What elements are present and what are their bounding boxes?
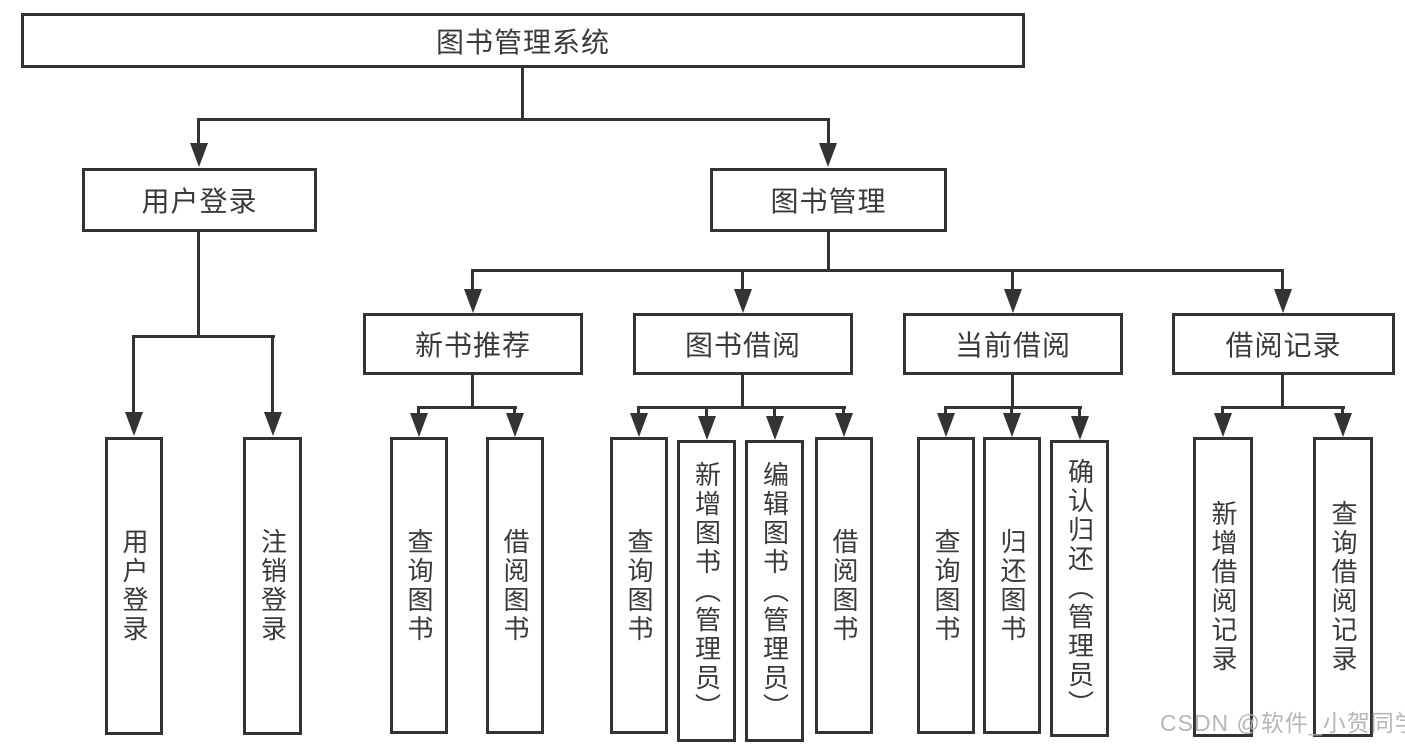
node-cb-query-book-label: 查询图书 — [931, 527, 961, 644]
connector-borrow-record-vertical — [1281, 375, 1284, 409]
node-root-label: 图书管理系统 — [435, 26, 610, 58]
node-book-borrow: 图书借阅 — [633, 313, 853, 375]
connector-stub — [773, 406, 776, 418]
connector-book-borrow-stub — [741, 269, 744, 291]
arrow-down-icon — [630, 413, 648, 437]
arrow-down-icon — [264, 412, 282, 436]
connector-login-stub — [132, 335, 135, 413]
connector-stub — [944, 406, 947, 416]
node-new-book-recommend: 新书推荐 — [363, 313, 583, 375]
node-cb-confirm-return-label: 确认归还（管理员） — [1064, 458, 1095, 719]
arrow-down-icon — [125, 412, 143, 436]
arrow-down-icon — [506, 413, 524, 437]
connector-book-borrow-vertical — [741, 375, 744, 409]
node-br-add-record: 新增借阅记录 — [1193, 437, 1253, 737]
connector-stub — [513, 406, 516, 416]
connector-level3-horizontal — [471, 269, 1284, 272]
node-bb-borrow-book: 借阅图书 — [815, 437, 873, 734]
connector-stub — [1010, 406, 1013, 416]
node-login: 用户登录 — [105, 437, 163, 735]
connector-stub — [842, 406, 845, 416]
node-book-management-label: 图书管理 — [770, 186, 887, 217]
node-login-label: 用户登录 — [119, 528, 149, 644]
node-book-borrow-label: 图书借阅 — [684, 330, 801, 361]
arrow-down-icon — [937, 413, 955, 437]
node-current-borrow: 当前借阅 — [903, 313, 1123, 375]
connector-user-login-stub — [197, 118, 200, 146]
connector-book-management-vertical — [827, 232, 830, 272]
arrow-down-icon — [698, 416, 716, 440]
node-cb-return-book-label: 归还图书 — [997, 527, 1027, 644]
arrow-down-icon — [734, 289, 752, 313]
node-cb-query-book: 查询图书 — [917, 437, 975, 734]
connector-stub — [1221, 406, 1224, 416]
arrow-down-icon — [1274, 289, 1292, 313]
node-nb-borrow-book: 借阅图书 — [486, 437, 544, 734]
node-bb-edit-book-label: 编辑图书（管理员） — [759, 460, 790, 722]
connector-book-management-stub — [827, 118, 830, 146]
connector-stub — [705, 406, 708, 418]
node-cb-confirm-return: 确认归还（管理员） — [1050, 440, 1109, 737]
connector-current-borrow-vertical — [1011, 375, 1014, 409]
arrow-down-icon — [1334, 413, 1352, 437]
arrow-down-icon — [819, 143, 837, 167]
node-bb-edit-book: 编辑图书（管理员） — [745, 440, 804, 742]
node-borrow-record: 借阅记录 — [1172, 313, 1395, 375]
connector-borrow-record-stub — [1281, 269, 1284, 291]
node-logout: 注销登录 — [243, 437, 302, 735]
node-bb-query-book-label: 查询图书 — [624, 527, 654, 644]
arrow-down-icon — [464, 289, 482, 313]
node-bb-query-book: 查询图书 — [610, 437, 668, 734]
arrow-down-icon — [410, 413, 428, 437]
node-user-login: 用户登录 — [82, 168, 317, 232]
arrow-down-icon — [1214, 413, 1232, 437]
connector-stub — [1078, 406, 1081, 418]
connector-borrow-record-children-horizontal — [1221, 406, 1345, 409]
node-br-add-record-label: 新增借阅记录 — [1208, 500, 1238, 674]
arrow-down-icon — [1071, 416, 1089, 440]
node-root: 图书管理系统 — [21, 13, 1025, 68]
node-current-borrow-label: 当前借阅 — [954, 330, 1071, 361]
connector-level2-horizontal — [197, 118, 830, 121]
connector-user-login-vertical — [197, 232, 200, 338]
node-new-book-recommend-label: 新书推荐 — [414, 330, 531, 361]
connector-new-book-vertical — [471, 375, 474, 409]
connector-logout-stub — [271, 335, 274, 413]
connector-current-borrow-children-horizontal — [944, 406, 1082, 409]
node-nb-borrow-book-label: 借阅图书 — [500, 527, 530, 644]
node-nb-query-book: 查询图书 — [390, 437, 448, 734]
node-br-query-record: 查询借阅记录 — [1313, 437, 1373, 737]
connector-book-borrow-children-horizontal — [637, 406, 846, 409]
connector-stub — [417, 406, 420, 416]
arrow-down-icon — [190, 143, 208, 167]
arrow-down-icon — [1004, 289, 1022, 313]
node-logout-label: 注销登录 — [257, 528, 288, 644]
node-br-query-record-label: 查询借阅记录 — [1328, 500, 1358, 674]
node-nb-query-book-label: 查询图书 — [404, 527, 434, 644]
node-book-management: 图书管理 — [710, 168, 947, 232]
connector-stub — [637, 406, 640, 416]
arrow-down-icon — [835, 413, 853, 437]
watermark: CSDN @软件_小贺同学 — [1160, 710, 1405, 736]
node-bb-borrow-book-label: 借阅图书 — [829, 527, 859, 644]
connector-root-vertical — [521, 68, 524, 121]
connector-new-book-stub — [471, 269, 474, 291]
arrow-down-icon — [766, 416, 784, 440]
connector-new-book-children-horizontal — [417, 406, 517, 409]
connector-user-login-children-horizontal — [132, 335, 275, 338]
node-cb-return-book: 归还图书 — [983, 437, 1041, 734]
connector-stub — [1341, 406, 1344, 416]
node-bb-add-book-label: 新增图书（管理员） — [691, 460, 722, 722]
node-bb-add-book: 新增图书（管理员） — [677, 440, 736, 742]
connector-current-borrow-stub — [1011, 269, 1014, 291]
node-user-login-label: 用户登录 — [141, 186, 258, 217]
node-borrow-record-label: 借阅记录 — [1225, 330, 1342, 361]
arrow-down-icon — [1003, 413, 1021, 437]
